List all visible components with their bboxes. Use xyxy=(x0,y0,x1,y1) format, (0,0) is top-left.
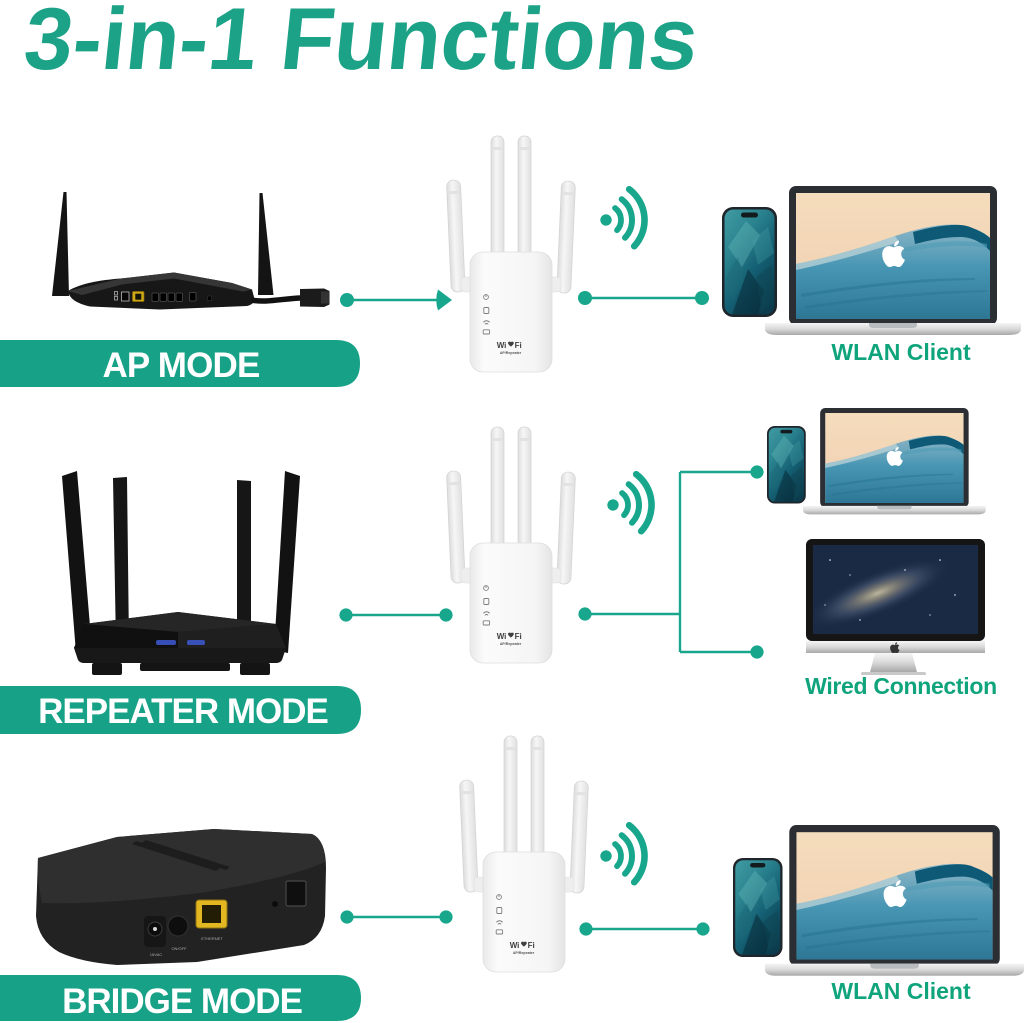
svg-text:REPEATER MODE: REPEATER MODE xyxy=(38,692,328,731)
svg-text:AP MODE: AP MODE xyxy=(102,346,259,385)
svg-text:WLAN Client: WLAN Client xyxy=(831,339,971,365)
svg-text:WLAN Client: WLAN Client xyxy=(831,978,971,1004)
svg-text:3-in-1 Functions: 3-in-1 Functions xyxy=(20,0,703,88)
svg-text:16VAC: 16VAC xyxy=(150,952,162,957)
svg-text:ON/OFF: ON/OFF xyxy=(171,946,187,951)
svg-text:Wired Connection: Wired Connection xyxy=(805,673,997,699)
svg-text:BRIDGE MODE: BRIDGE MODE xyxy=(62,982,302,1021)
svg-text:ETHERNET: ETHERNET xyxy=(201,936,223,941)
